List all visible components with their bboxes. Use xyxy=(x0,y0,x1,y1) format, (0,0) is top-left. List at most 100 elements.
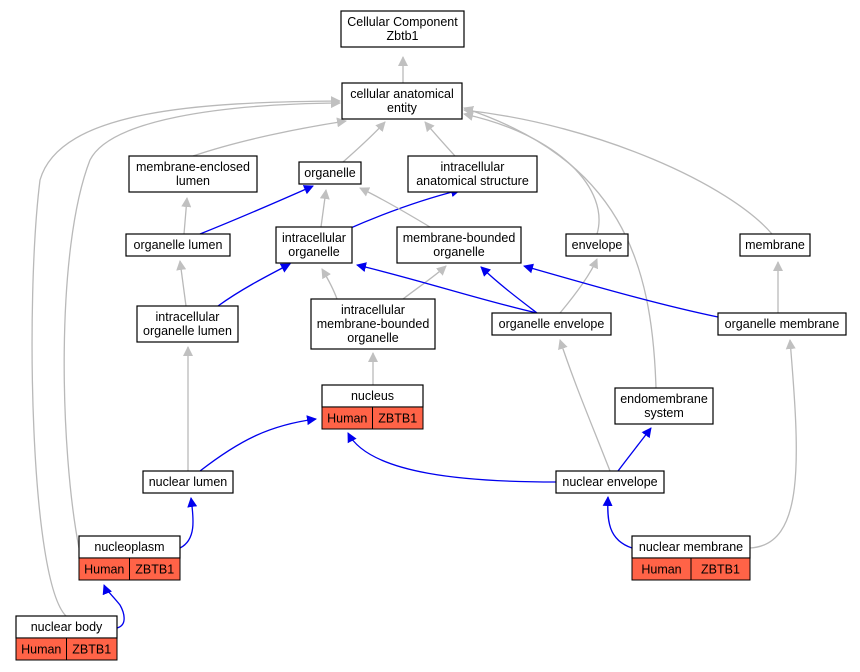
node-label: membrane xyxy=(745,238,805,252)
node-mem[interactable]: membrane xyxy=(739,233,811,257)
node-box xyxy=(275,226,353,264)
node-label: system xyxy=(644,406,684,420)
node-box xyxy=(136,305,239,343)
node-label: nuclear lumen xyxy=(149,475,228,489)
node-box xyxy=(407,155,538,193)
node-label: organelle xyxy=(304,166,355,180)
edge-is-a-imbo-to-io xyxy=(321,268,338,300)
edge-is-a-nbody-to-cae xyxy=(31,96,341,617)
species-label: Human xyxy=(641,563,681,577)
node-label: organelle xyxy=(347,331,398,345)
node-label: membrane-bounded xyxy=(403,231,516,245)
gene-label: ZBTB1 xyxy=(135,563,174,577)
node-label: nuclear body xyxy=(31,620,103,634)
node-env[interactable]: envelope xyxy=(565,233,629,257)
edge-part-of-nenv-to-ems xyxy=(617,427,652,472)
node-box xyxy=(341,82,463,120)
node-label: organelle envelope xyxy=(499,317,605,331)
edge-is-a-io-to-org xyxy=(319,189,330,228)
edge-is-a-orgl-to-mel xyxy=(181,197,192,235)
node-box xyxy=(739,233,811,257)
node-label: nuclear envelope xyxy=(562,475,657,489)
node-label: organelle xyxy=(288,245,339,259)
gene-label: ZBTB1 xyxy=(72,643,111,657)
edge-is-a-npl-to-cae xyxy=(63,98,341,549)
edge-is-a-nenv-to-oenv xyxy=(558,339,611,472)
node-nenv[interactable]: nuclear envelope xyxy=(555,470,665,494)
node-box xyxy=(298,161,362,185)
edge-part-of-iol-to-io xyxy=(217,263,291,307)
gene-label: ZBTB1 xyxy=(378,412,417,426)
edge-part-of-nenv-to-nuc xyxy=(347,432,557,483)
species-label: Human xyxy=(21,643,61,657)
node-omem[interactable]: organelle membrane xyxy=(717,312,847,336)
node-org[interactable]: organelle xyxy=(298,161,362,185)
edge-part-of-io-to-ias xyxy=(345,187,461,231)
node-label: membrane-bounded xyxy=(317,317,430,331)
node-label: intracellular xyxy=(282,231,346,245)
node-label: Cellular Component xyxy=(347,15,458,29)
node-orgl[interactable]: organelle lumen xyxy=(125,233,231,257)
node-label: anatomical structure xyxy=(416,174,529,188)
node-label: organelle xyxy=(433,245,484,259)
gene-cell xyxy=(690,557,751,581)
edge-part-of-oenv-to-io xyxy=(356,262,538,314)
node-label: membrane-enclosed xyxy=(136,160,250,174)
node-box xyxy=(614,387,714,425)
edge-part-of-nmem-to-nenv xyxy=(602,496,633,549)
node-label: endomembrane xyxy=(620,392,708,406)
node-label: intracellular xyxy=(156,310,220,324)
node-label: organelle lumen xyxy=(143,324,232,338)
node-label: intracellular xyxy=(341,303,405,317)
edge-is-a-org-to-cae xyxy=(342,121,386,163)
node-label: Zbtb1 xyxy=(387,29,419,43)
edge-is-a-mem-to-cae xyxy=(463,106,773,235)
edge-part-of-orgl-to-org xyxy=(199,185,314,235)
node-label: nuclear membrane xyxy=(639,540,743,554)
node-box xyxy=(565,233,629,257)
edge-is-a-oenv-to-env xyxy=(559,258,598,314)
node-label: organelle lumen xyxy=(134,238,223,252)
node-box xyxy=(125,233,231,257)
node-oenv[interactable]: organelle envelope xyxy=(491,312,612,336)
node-box xyxy=(310,298,436,350)
edge-part-of-nlum-to-nuc xyxy=(199,415,317,472)
node-box xyxy=(717,312,847,336)
node-label: entity xyxy=(387,101,418,115)
node-label: lumen xyxy=(176,174,210,188)
node-box xyxy=(142,470,234,494)
edge-is-a-imbo-to-mbo xyxy=(402,265,447,300)
gene-cell xyxy=(372,406,424,430)
node-nlum[interactable]: nuclear lumen xyxy=(142,470,234,494)
node-box xyxy=(128,155,258,193)
edge-is-a-ias-to-cae xyxy=(424,121,456,157)
edge-is-a-ems-to-cae xyxy=(463,106,657,389)
edge-is-a-iol-to-orgl xyxy=(176,260,187,307)
node-label: organelle membrane xyxy=(725,317,840,331)
node-box xyxy=(555,470,665,494)
species-label: Human xyxy=(327,412,367,426)
node-label: intracellular xyxy=(441,160,505,174)
edge-is-a-mel-to-cae xyxy=(192,117,347,157)
edge-part-of-omem-to-mbo xyxy=(523,263,719,318)
species-label: Human xyxy=(84,563,124,577)
node-box xyxy=(491,312,612,336)
edge-part-of-nbody-to-npl xyxy=(102,584,125,629)
edge-is-a-mbo-to-org xyxy=(359,187,431,228)
node-label: cellular anatomical xyxy=(350,87,454,101)
